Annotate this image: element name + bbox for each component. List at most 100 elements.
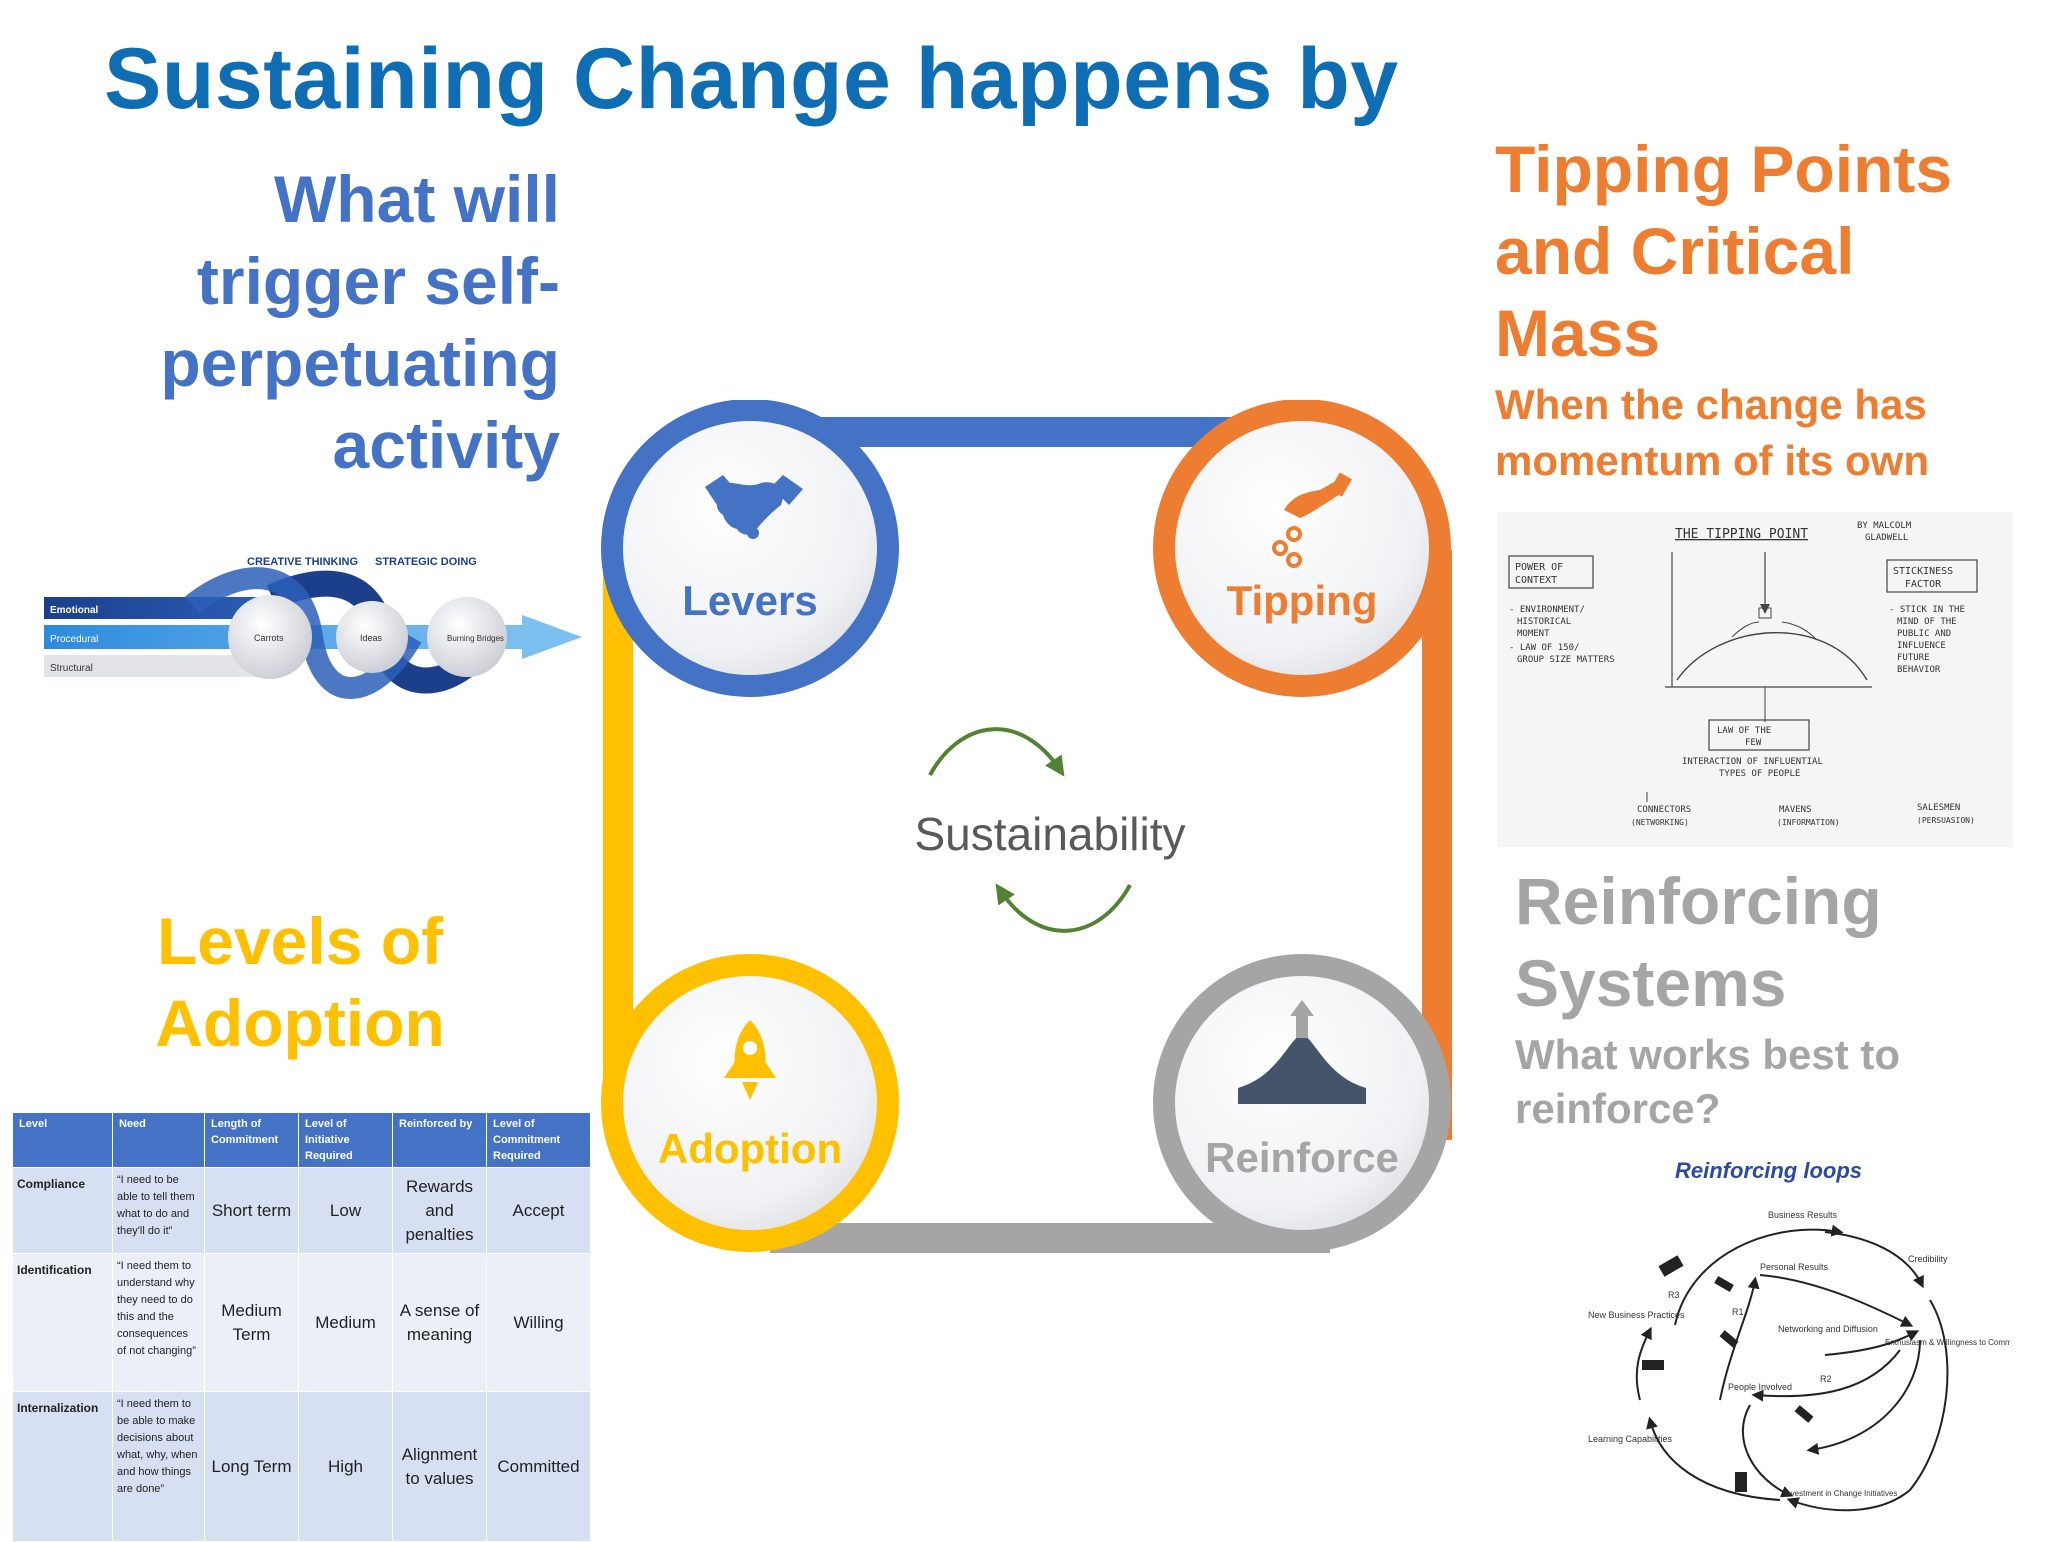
stage-bubble [336, 601, 408, 673]
tipping-subheading: When the change has momentum of its own [1495, 377, 2025, 489]
table-row: Identification “I need them to understan… [12, 1253, 591, 1392]
tipping-heading-line: and Critical [1495, 214, 1855, 288]
sketch-note: INFLUENCE [1897, 641, 1946, 651]
levers-node [601, 400, 899, 697]
sketch-box-text: FEW [1745, 738, 1762, 748]
table-cell: Identification [12, 1253, 113, 1392]
sketch-background [1497, 512, 2013, 847]
row-label: Emotional [50, 605, 99, 616]
adoption-node [601, 954, 899, 1252]
sketch-note: MOMENT [1517, 629, 1550, 639]
sketch-note: - ENVIRONMENT/ [1509, 605, 1585, 615]
table-cell: Short term [204, 1167, 299, 1254]
stage-label: Ideas [360, 633, 383, 643]
structural-band [44, 655, 274, 677]
page-title: Sustaining Change happens by [104, 31, 1399, 127]
loop-arrow [1806, 1339, 1921, 1455]
loops-title: Reinforcing loops [1675, 1158, 1862, 1183]
table-header-row: Level Need Length of Commitment Level of… [12, 1112, 591, 1168]
creative-header: CREATIVE THINKING [247, 556, 358, 568]
sketch-box [1886, 559, 1978, 593]
sketch-box [1508, 555, 1594, 589]
table-cell: Long Term [204, 1391, 299, 1542]
sketch-type-detail: (NETWORKING) [1631, 818, 1689, 827]
sketch-box-text: CONTEXT [1515, 575, 1557, 586]
levers-heading: What will trigger self- perpetuating act… [80, 158, 560, 486]
sketch-box-text: POWER OF [1515, 562, 1563, 573]
sketch-note: TYPES OF PEOPLE [1719, 769, 1800, 779]
stage-bubble [228, 595, 312, 679]
tipping-sub-line: When the change has [1495, 381, 1927, 428]
stage-bubble [427, 597, 507, 677]
loop-node-label: Enthusiasm & Willingness to Commit [1885, 1338, 2010, 1347]
sketch-flag [1758, 607, 1772, 619]
levers-heading-line: perpetuating [160, 326, 560, 400]
adoption-levels-table: Level Need Length of Commitment Level of… [12, 1112, 591, 1542]
sketch-curve [1676, 631, 1868, 681]
sketch-author: BY MALCOLM [1857, 521, 1912, 531]
reinforcing-heading: Reinforcing Systems [1515, 860, 2035, 1024]
table-cell: Accept [486, 1167, 591, 1254]
tipping-node [1153, 400, 1451, 697]
loop-arrow [1635, 1326, 1652, 1401]
reinforce-label: Reinforce [1205, 1134, 1399, 1181]
rocket-icon [724, 1020, 776, 1100]
mountain-peak-icon [1238, 1000, 1366, 1104]
loop-arrow [1741, 1404, 1794, 1498]
loop-node-label: People Involved [1728, 1382, 1792, 1392]
table-cell: “I need them to understand why they need… [112, 1253, 205, 1392]
creative-thinking-diagram: CREATIVE THINKING STRATEGIC DOING Emotio… [44, 556, 582, 699]
stage-label: Burning Bridges [447, 634, 504, 643]
arrow-head [522, 615, 582, 659]
cycle-arrow-bottom [995, 883, 1132, 933]
loop-node-label: Investment in Change Initiatives [1784, 1489, 1897, 1498]
sketch-note: GROUP SIZE MATTERS [1517, 655, 1615, 665]
adoption-heading: Levels of Adoption [130, 900, 470, 1064]
loop-arrow [1719, 1276, 1760, 1401]
loop-figures [1642, 1255, 1814, 1492]
sketch-note: FUTURE [1897, 653, 1930, 663]
table-cell: Alignment to values [392, 1391, 487, 1542]
reinforcing-subheading: What works best to reinforce? [1515, 1028, 2035, 1136]
reinforcing-loops-diagram: Reinforcing loops Business Results Credi… [1588, 1158, 2010, 1512]
row-label: Structural [50, 663, 93, 674]
table-cell: “I need to be able to tell them what to … [112, 1167, 205, 1254]
sketch-note: MIND OF THE [1897, 617, 1957, 627]
loop-node-label: Personal Results [1760, 1262, 1829, 1272]
handshake-icon [705, 475, 803, 539]
loop-node-label: Credibility [1908, 1254, 1948, 1264]
table-cell: Committed [486, 1391, 591, 1542]
sketch-type: MAVENS [1779, 805, 1812, 815]
levers-label: Levers [682, 577, 817, 624]
loop-node-label: New Business Practices [1588, 1310, 1685, 1320]
table-cell: Low [298, 1167, 393, 1254]
column-header: Need [112, 1112, 205, 1168]
loop-tag: R1 [1732, 1307, 1744, 1317]
loop-node-label: Learning Capabilities [1588, 1434, 1673, 1444]
table-row: Compliance “I need to be able to tell th… [12, 1167, 591, 1254]
table-cell: Compliance [12, 1167, 113, 1254]
sketch-note: HISTORICAL [1517, 617, 1571, 627]
sketch-note: PUBLIC AND [1897, 629, 1951, 639]
stage-label: Carrots [254, 633, 284, 643]
cycle-arrow-top [928, 727, 1065, 777]
tipping-heading-line: Tipping Points [1495, 132, 1953, 206]
table-cell: “I need them to be able to make decision… [112, 1391, 205, 1542]
adoption-heading-line: Levels of [156, 904, 444, 978]
tipping-point-sketch: THE TIPPING POINT BY MALCOLM GLADWELL PO… [1497, 512, 2013, 847]
emotional-band [44, 597, 274, 619]
sketch-title: THE TIPPING POINT [1675, 527, 1808, 542]
column-header: Level of Commitment Required [486, 1112, 591, 1168]
loop-node-label: Networking and Diffusion [1778, 1324, 1878, 1334]
levers-heading-line: trigger self- [196, 244, 560, 318]
sketch-note: - STICK IN THE [1889, 605, 1965, 615]
column-header: Level [12, 1112, 113, 1168]
reinforcing-sub-line: What works best to [1515, 1031, 1901, 1078]
column-header: Level of Initiative Required [298, 1112, 393, 1168]
sustainability-label: Sustainability [914, 808, 1185, 860]
sketch-type: SALESMEN [1917, 803, 1960, 813]
sketch-note: INTERACTION OF INFLUENTIAL [1682, 757, 1823, 767]
table-cell: Medium Term [204, 1253, 299, 1392]
table-cell: Medium [298, 1253, 393, 1392]
tipping-label: Tipping [1227, 577, 1378, 624]
